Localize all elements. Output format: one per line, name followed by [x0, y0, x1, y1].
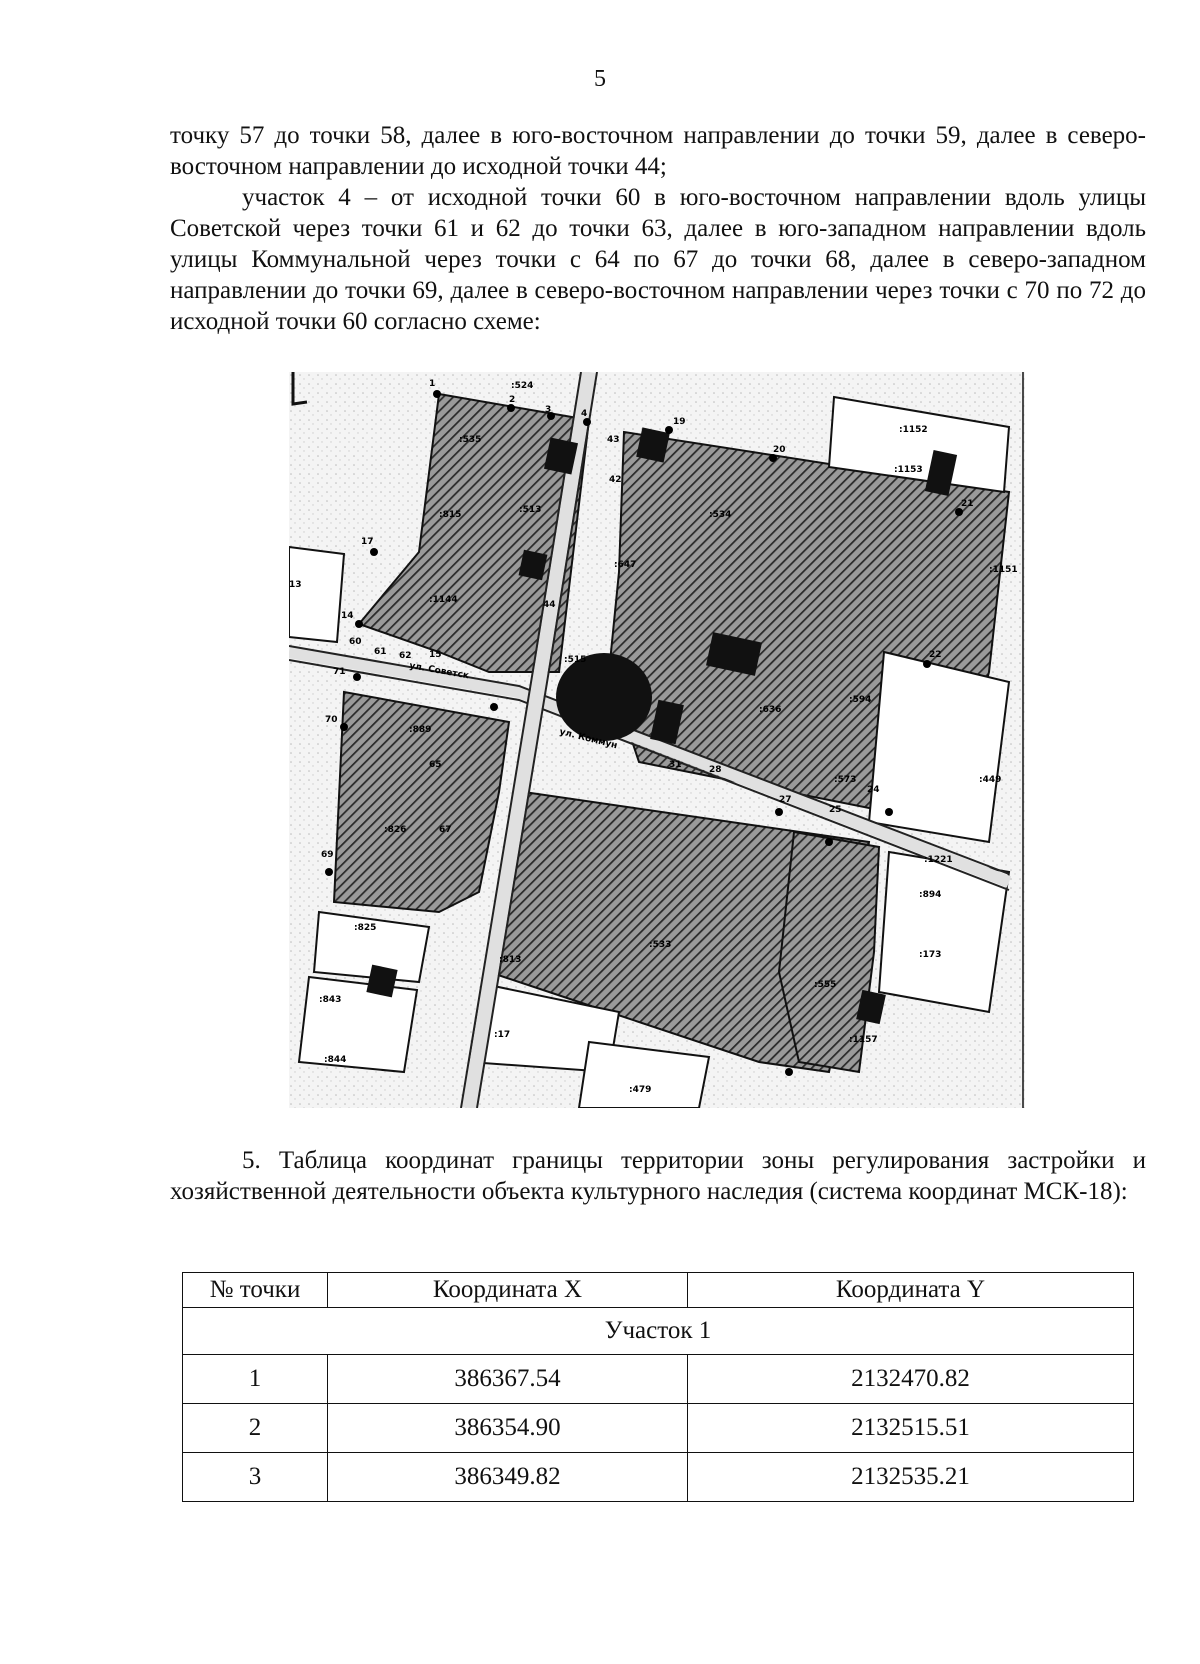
svg-text:62: 62 [399, 651, 412, 661]
table-header-row: № точки Координата X Координата Y [182, 1272, 1134, 1308]
paragraph-continuation: точку 57 до точки 58, далее в юго-восточ… [170, 122, 1146, 180]
coordinate-x: 386367.54 [327, 1354, 688, 1404]
parcel-label: :889 [409, 725, 431, 735]
svg-text:61: 61 [374, 647, 387, 657]
paragraph-table-caption: 5. Таблица координат границы территории … [170, 1147, 1146, 1205]
parcel-label: :647 [614, 560, 636, 570]
point-number: 1 [182, 1354, 328, 1404]
coordinate-x: 386349.82 [327, 1452, 688, 1502]
cadastral-map-scheme: :524 :535 :815 :513 :1144 :1152 :1153 :5… [289, 372, 1025, 1108]
parcel-label: :573 [834, 775, 856, 785]
parcel-label: :815 [439, 510, 461, 520]
north-arrow-icon [291, 372, 308, 406]
parcel-label: :1152 [899, 425, 928, 435]
parcel-label: :1157 [849, 1035, 878, 1045]
svg-text:13: 13 [289, 580, 302, 590]
parcel-label: :1144 [429, 595, 458, 605]
svg-text:43: 43 [607, 435, 620, 445]
parcel-label: :636 [759, 705, 781, 715]
parcel-label: :534 [709, 510, 731, 520]
parcel-label: :894 [919, 890, 941, 900]
page-number: 5 [594, 66, 606, 92]
coordinate-y: 2132535.21 [687, 1452, 1134, 1502]
parcel-label: :1153 [894, 465, 923, 475]
paragraph-section-4: участок 4 – от исходной точки 60 в юго-в… [170, 184, 1146, 335]
svg-text:22: 22 [929, 650, 942, 660]
parcel-label: :535 [459, 435, 481, 445]
parcel-label: :533 [649, 940, 671, 950]
parcel-label: :1151 [989, 565, 1018, 575]
svg-text:1: 1 [429, 379, 435, 389]
svg-text:28: 28 [709, 765, 722, 775]
parcel-label: :825 [354, 923, 376, 933]
parcel-labels: :524 :535 :815 :513 :1144 :1152 :1153 :5… [319, 381, 1018, 1095]
svg-text:25: 25 [829, 805, 842, 815]
svg-text:15: 15 [429, 650, 442, 660]
point-number: 3 [182, 1452, 328, 1502]
coordinate-y: 2132515.51 [687, 1403, 1134, 1453]
table-row: 2 386354.90 2132515.51 [182, 1403, 1134, 1453]
coordinate-x: 386354.90 [327, 1403, 688, 1453]
parcel-label: :449 [979, 775, 1001, 785]
parcel-label: :17 [494, 1030, 510, 1040]
point-number: 2 [182, 1403, 328, 1453]
svg-text:60: 60 [349, 637, 362, 647]
table-row: 1 386367.54 2132470.82 [182, 1354, 1134, 1404]
coordinates-table: № точки Координата X Координата Y Участо… [182, 1272, 1134, 1502]
parcel-label: :524 [511, 381, 533, 391]
svg-text:27: 27 [779, 795, 792, 805]
hatched-parcels [332, 392, 1011, 1074]
svg-text:31: 31 [669, 760, 682, 770]
svg-text:65: 65 [429, 760, 442, 770]
svg-text:71: 71 [333, 667, 346, 677]
table-section-row: Участок 1 [182, 1307, 1134, 1355]
parcel-label: :826 [384, 825, 406, 835]
svg-text:19: 19 [673, 417, 686, 427]
svg-text:3: 3 [545, 405, 551, 415]
coordinate-y: 2132470.82 [687, 1354, 1134, 1404]
header-point-number: № точки [182, 1272, 328, 1308]
parcel-label: :513 [519, 505, 541, 515]
header-coordinate-y: Координата Y [687, 1272, 1134, 1308]
parcel-label: :173 [919, 950, 941, 960]
header-coordinate-x: Координата X [327, 1272, 688, 1308]
parcel-label: :1221 [924, 855, 953, 865]
svg-text:69: 69 [321, 850, 334, 860]
svg-text:2: 2 [509, 395, 515, 405]
parcel-label: :555 [814, 980, 836, 990]
parcel-label: :844 [324, 1055, 346, 1065]
parcel-label: :813 [499, 955, 521, 965]
parcel-label: :594 [849, 695, 871, 705]
svg-text:17: 17 [361, 537, 374, 547]
point-labels: 1 2 3 4 13 14 15 17 19 20 21 22 24 25 27… [289, 379, 974, 860]
svg-text:14: 14 [341, 611, 354, 621]
parcel-label: :843 [319, 995, 341, 1005]
svg-text:70: 70 [325, 715, 338, 725]
svg-text:4: 4 [581, 409, 587, 419]
svg-text:44: 44 [543, 600, 556, 610]
point-label: 24 [867, 785, 880, 795]
white-parcels [289, 395, 1011, 1108]
svg-text:42: 42 [609, 475, 622, 485]
svg-text:67: 67 [439, 825, 452, 835]
section-label: Участок 1 [182, 1307, 1134, 1355]
parcel-label: :515 [564, 655, 586, 665]
svg-text:21: 21 [961, 499, 974, 509]
table-row: 3 386349.82 2132535.21 [182, 1452, 1134, 1502]
parcel-label: :479 [629, 1085, 651, 1095]
svg-text:20: 20 [773, 445, 786, 455]
boundary-points [325, 390, 963, 1076]
buildings [366, 427, 958, 1025]
